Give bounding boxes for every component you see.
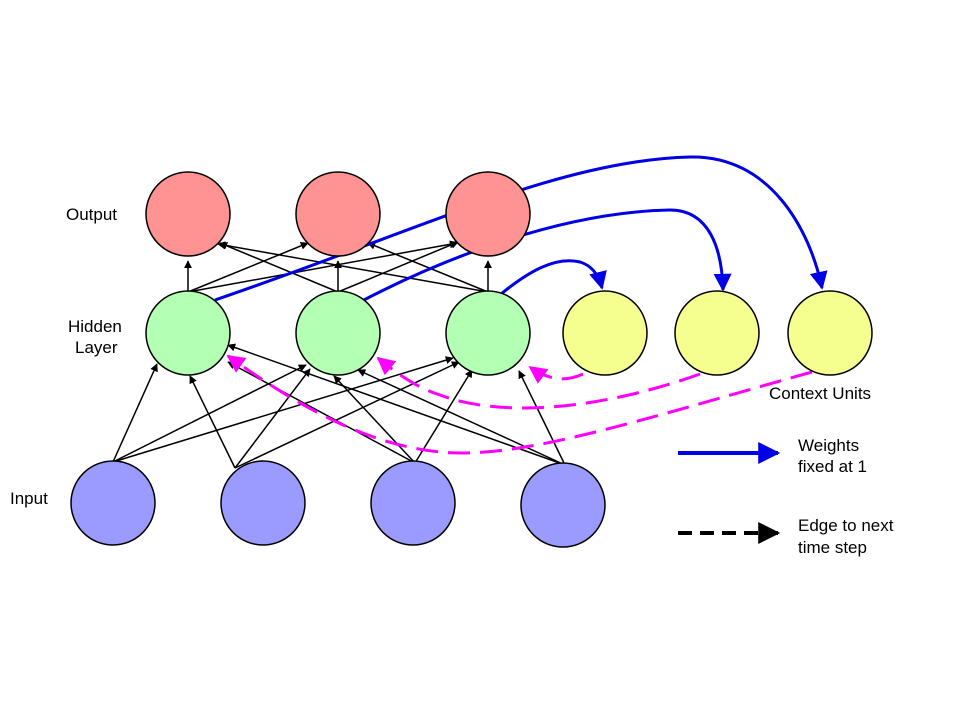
hidden-label-line2: Layer <box>75 338 118 357</box>
edge-in1-h3 <box>112 356 454 463</box>
input-node <box>220 460 306 546</box>
edge-h2-o1 <box>219 242 339 293</box>
input-node <box>520 462 606 548</box>
input-to-hidden-edges <box>112 343 566 469</box>
edge-in4-h3 <box>518 370 566 466</box>
edge-h1-o3 <box>187 240 458 293</box>
edge-h2-o3 <box>337 241 459 293</box>
hidden-node <box>295 290 381 376</box>
hidden-node <box>445 290 531 376</box>
edge-in4-h2 <box>357 369 566 466</box>
recurrent-edge-c1-h3 <box>528 365 584 384</box>
edge-in2-h2 <box>234 368 311 469</box>
legend-dashed-label-line2: time step <box>798 538 867 557</box>
context-node <box>674 290 760 376</box>
hidden-layer <box>145 290 531 376</box>
input-label: Input <box>10 489 48 508</box>
output-node <box>295 171 381 257</box>
edge-in1-h1 <box>112 363 158 463</box>
legend: Weights fixed at 1 Edge to next time ste… <box>678 436 894 557</box>
legend-dashed-label-line1: Edge to next <box>798 516 894 535</box>
hidden-label-line1: Hidden <box>68 317 122 336</box>
legend-solid-label-line2: fixed at 1 <box>798 457 867 476</box>
edge-in3-h3 <box>414 369 473 464</box>
output-layer <box>145 171 531 257</box>
input-node <box>370 460 456 546</box>
recurrent-edge-c3-h1 <box>226 354 813 455</box>
copy-edge-h3-c1 <box>500 259 607 296</box>
context-units-label: Context Units <box>769 384 871 403</box>
edge-h3-o2 <box>367 242 489 293</box>
input-layer <box>70 460 606 548</box>
edge-in3-h2 <box>333 375 416 464</box>
edge-h1-o2 <box>187 242 309 293</box>
context-node <box>787 290 873 376</box>
copy-edge-h2-c2 <box>359 208 732 304</box>
recurrent-edges <box>226 354 813 455</box>
hidden-node <box>145 290 231 376</box>
context-layer <box>562 290 873 376</box>
edge-in1-h2 <box>112 364 307 463</box>
input-node <box>70 460 156 546</box>
edge-in2-h1 <box>189 375 236 469</box>
recurrent-edge-c2-h2 <box>376 356 701 410</box>
context-node <box>562 290 648 376</box>
edge-in4-h1 <box>227 343 566 466</box>
output-node <box>145 171 231 257</box>
edge-in2-h3 <box>234 361 460 469</box>
output-label: Output <box>66 205 117 224</box>
legend-solid-label-line1: Weights <box>798 436 859 455</box>
edge-h3-o1 <box>217 241 489 293</box>
output-node <box>445 171 531 257</box>
hidden-to-output-edges <box>184 240 492 293</box>
